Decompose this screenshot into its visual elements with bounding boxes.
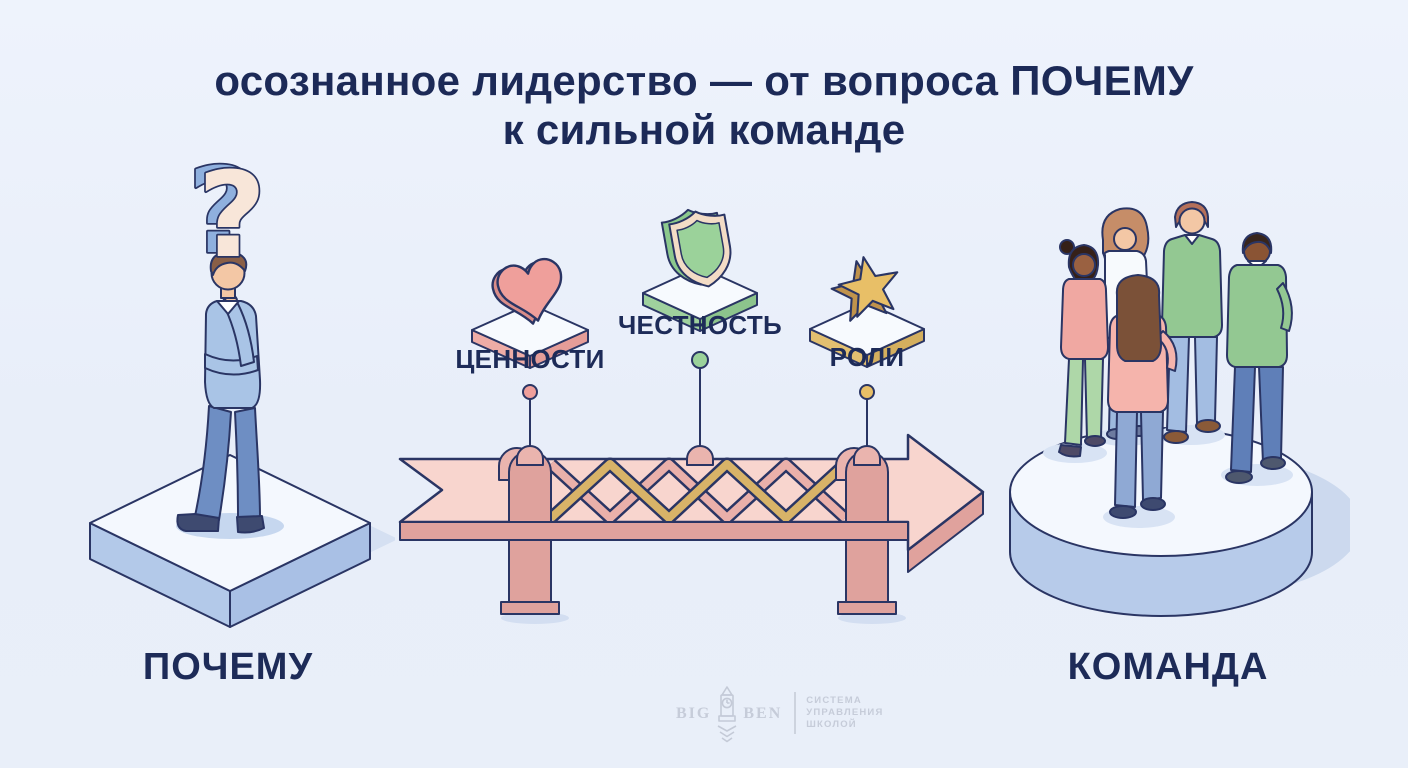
title-line-2: к сильной команде: [502, 106, 906, 154]
thinking-person-illustration: [176, 250, 265, 534]
person-right-man: [1225, 232, 1293, 484]
tagline-line-1: СИСТЕМА: [806, 695, 862, 706]
start-label: ПОЧЕМУ: [142, 646, 314, 688]
shield-icon: [642, 208, 758, 332]
start-scene-illustration: ? ?: [89, 158, 395, 628]
pin-bases: [516, 445, 881, 466]
item-label-roles: РОЛИ: [829, 342, 905, 372]
tagline-line-3: ШКОЛОЙ: [806, 718, 857, 730]
item-label-honesty: ЧЕСТНОСТЬ: [617, 310, 783, 340]
bridge-truss: [546, 457, 850, 525]
person-green-man: [1161, 201, 1223, 444]
person-left-woman: [1058, 239, 1109, 458]
bridge-beam: [399, 521, 909, 541]
person-front-woman: [1107, 274, 1178, 519]
title-line-1: осознанное лидерство — от вопроса ПОЧЕМУ: [214, 57, 1194, 104]
start-platform: [89, 454, 371, 628]
bridge-illustration: [398, 351, 985, 624]
brand-text-right: BEN: [743, 705, 783, 722]
value-pin-2: [691, 351, 709, 452]
team-illustration: [1009, 201, 1350, 617]
heart-icon: [471, 257, 589, 369]
value-pin-1: [522, 384, 538, 452]
item-label-values: ЦЕННОСТИ: [455, 344, 605, 374]
end-label: КОМАНДА: [1067, 646, 1269, 688]
value-pin-3: [859, 384, 875, 452]
tagline-line-2: УПРАВЛЕНИЯ: [806, 706, 884, 718]
question-mark-icon: ? ?: [186, 158, 268, 286]
svg-text:?: ?: [188, 158, 256, 280]
footer-logo: BIG BEN СИСТЕМА УПРАВЛЕНИЯ ШКОЛОЙ: [676, 686, 884, 748]
logo-divider: [794, 692, 797, 734]
brand-text-left: BIG: [676, 705, 712, 722]
logo-tagline: СИСТЕМА УПРАВЛЕНИЯ ШКОЛОЙ: [806, 695, 883, 731]
bigben-tower-icon: [717, 686, 737, 743]
page-title: осознанное лидерство — от вопроса ПОЧЕМУ…: [0, 56, 1408, 154]
star-icon: [809, 256, 925, 368]
svg-text:?: ?: [198, 158, 266, 284]
